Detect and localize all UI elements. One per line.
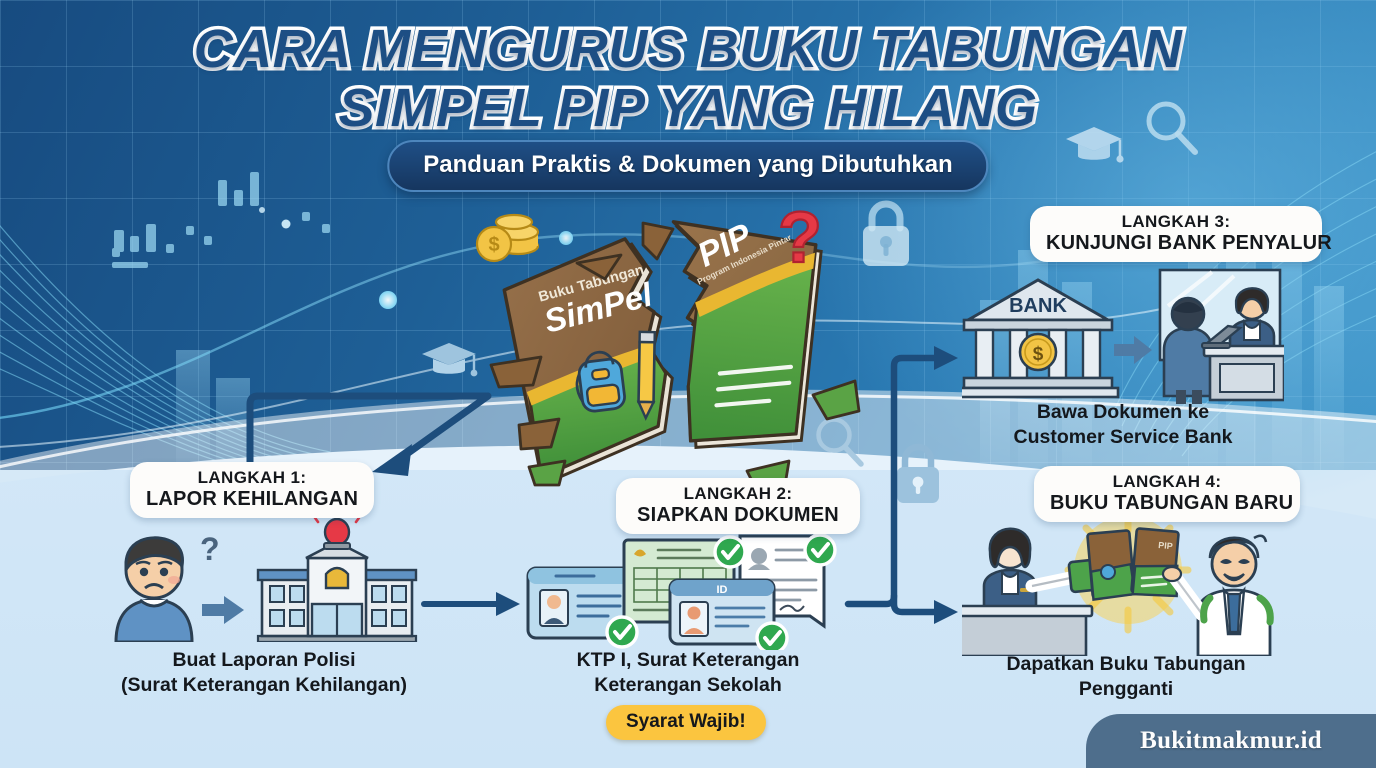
step-3-label-line1: LANGKAH 3: (1121, 212, 1231, 231)
step-1-label-line2: LAPOR KEHILANGAN (146, 487, 359, 510)
step-1-caption-line1: Buat Laporan Polisi (172, 649, 356, 671)
step-3-caption-line1: Bawa Dokumen ke (1036, 401, 1210, 423)
step-3-label-line2: KUNJUNGI BANK PENYALUR (1046, 231, 1332, 254)
svg-text:$: $ (1033, 344, 1044, 365)
step-4-caption-line1: Dapatkan Buku Tabungan (1006, 653, 1246, 675)
student-icon (1161, 534, 1274, 656)
svg-text:PIP: PIP (1158, 540, 1173, 551)
title-line-1: CARA MENGURUS BUKU TABUNGAN (190, 18, 1185, 80)
svg-text:ID: ID (717, 584, 728, 596)
magnifier-icon (1146, 101, 1198, 155)
step-2-label-chip: LANGKAH 2: SIAPKAN DOKUMEN (616, 478, 860, 534)
step-4-label-chip: LANGKAH 4: BUKU TABUNGAN BARU (1034, 466, 1300, 522)
check-circle-icon (605, 615, 639, 649)
brand-name: Bukitmakmur.id (1140, 727, 1322, 754)
step-2-caption-line2: Keterangan Sekolah (594, 673, 782, 696)
step-1-label-line1: LANGKAH 1: (197, 468, 307, 487)
padlock-icon (897, 443, 939, 503)
graduation-cap-icon (1066, 127, 1124, 163)
check-circle-icon (755, 621, 789, 650)
step-4-caption-line2: Pengganti (1078, 677, 1174, 700)
svg-text:$: $ (488, 234, 499, 256)
bank-teller-scene (1158, 268, 1284, 404)
small-arrow-icon (1114, 336, 1152, 364)
step-2-illustration: ID (526, 533, 837, 650)
question-mark-icon: ? (200, 531, 220, 567)
subtitle-text: Panduan Praktis & Dokumen yang Dibutuhka… (423, 151, 953, 178)
step-1-illustration: ? (114, 518, 418, 642)
check-circle-icon (713, 535, 747, 569)
step-2-caption-line1: KTP I, Surat Keterangan (576, 649, 800, 671)
subtitle-banner: Panduan Praktis & Dokumen yang Dibutuhka… (387, 140, 989, 192)
step-2-caption: KTP I, Surat Keterangan Keterangan Sekol… (524, 648, 852, 698)
step-2-label-line1: LANGKAH 2: (683, 484, 793, 503)
step-3-label-chip: LANGKAH 3: KUNJUNGI BANK PENYALUR (1030, 206, 1332, 262)
question-mark-icon: ? (777, 197, 823, 279)
page-title: CARA MENGURUS BUKU TABUNGAN SIMPEL PIP Y… (0, 18, 1376, 139)
dollar-coin-icon: $ (1018, 332, 1058, 372)
step-4-illustration: PIP (962, 516, 1274, 656)
police-station-icon (256, 518, 418, 642)
svg-text:?: ? (778, 198, 822, 278)
step-4-caption: Dapatkan Buku Tabungan Pengganti (962, 652, 1290, 702)
step-1-caption-line2: (Surat Keterangan Kehilangan) (120, 673, 408, 696)
step-3-caption: Bawa Dokumen ke Customer Service Bank (962, 400, 1284, 450)
step-2-label-line2: SIAPKAN DOKUMEN (637, 503, 839, 526)
bank-officer-icon (962, 527, 1117, 656)
step-4-label-line2: BUKU TABUNGAN BARU (1050, 491, 1294, 514)
syarat-wajib-badge: Syarat Wajib! (606, 705, 766, 740)
check-circle-icon (803, 533, 837, 567)
step-3-caption-line2: Customer Service Bank (1013, 425, 1233, 448)
person-icon: ? (114, 531, 220, 642)
bank-building-icon: BANK $ (962, 278, 1120, 399)
step-1-caption: Buat Laporan Polisi (Surat Keterangan Ke… (96, 648, 432, 698)
small-arrow-icon (202, 596, 244, 624)
step-1-label-chip: LANGKAH 1: LAPOR KEHILANGAN (130, 462, 374, 518)
ktp-card-icon (526, 566, 634, 640)
step-3-illustration: BANK $ (962, 268, 1284, 404)
footer-brand-tab: Bukitmakmur.id (1086, 714, 1376, 768)
id-card-icon: ID (668, 578, 776, 646)
title-line-2: SIMPEL PIP YANG HILANG (335, 77, 1041, 139)
coins-icon: $ (475, 213, 540, 263)
step-4-label-line1: LANGKAH 4: (1112, 472, 1222, 491)
bank-label: BANK (1009, 295, 1067, 317)
